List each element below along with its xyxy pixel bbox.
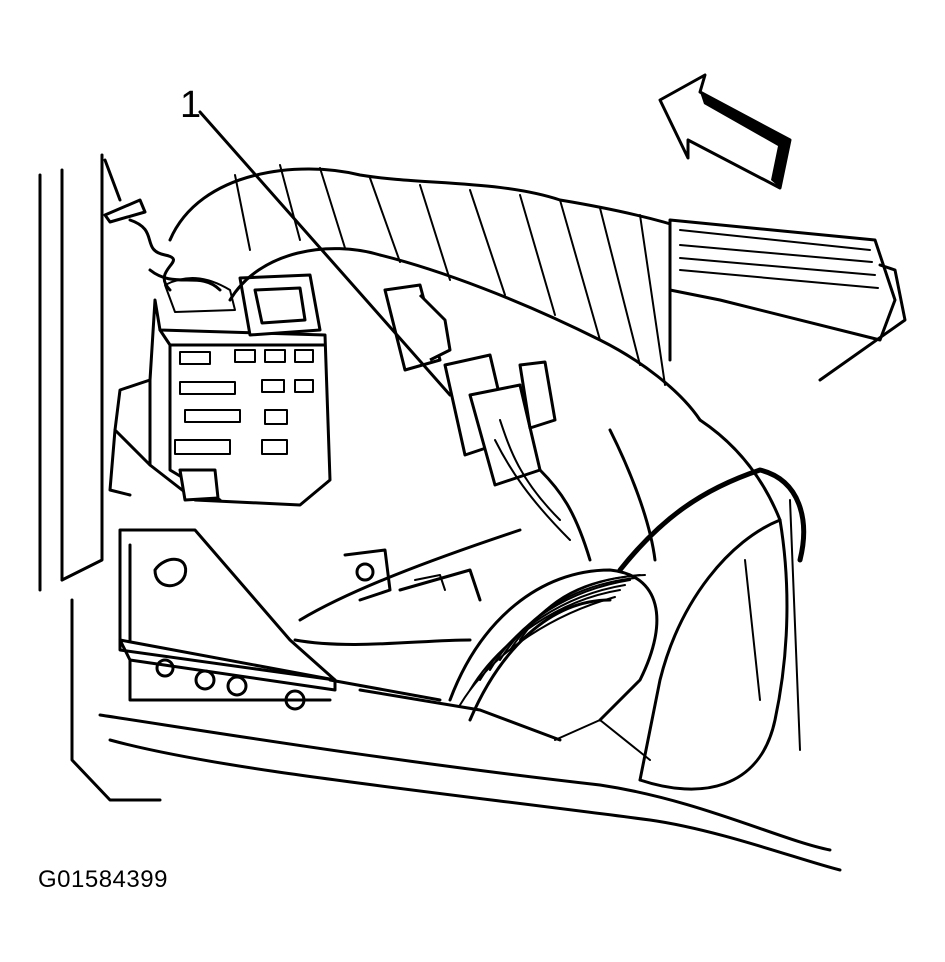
clip-wire bbox=[103, 198, 236, 313]
a-pillar bbox=[38, 153, 162, 802]
figure-id-label: G01584399 bbox=[38, 866, 168, 893]
floor-sill bbox=[98, 638, 842, 872]
fuse-block bbox=[108, 273, 332, 507]
harness-connector bbox=[383, 283, 592, 562]
callout-1-leader bbox=[198, 110, 452, 397]
forward-direction-arrow bbox=[658, 73, 792, 190]
corrugated-conduit bbox=[448, 568, 659, 761]
main-harness bbox=[168, 164, 907, 422]
mounting-bracket bbox=[118, 528, 522, 682]
trim-panel bbox=[608, 418, 807, 791]
callout-number-1: 1 bbox=[180, 84, 202, 126]
